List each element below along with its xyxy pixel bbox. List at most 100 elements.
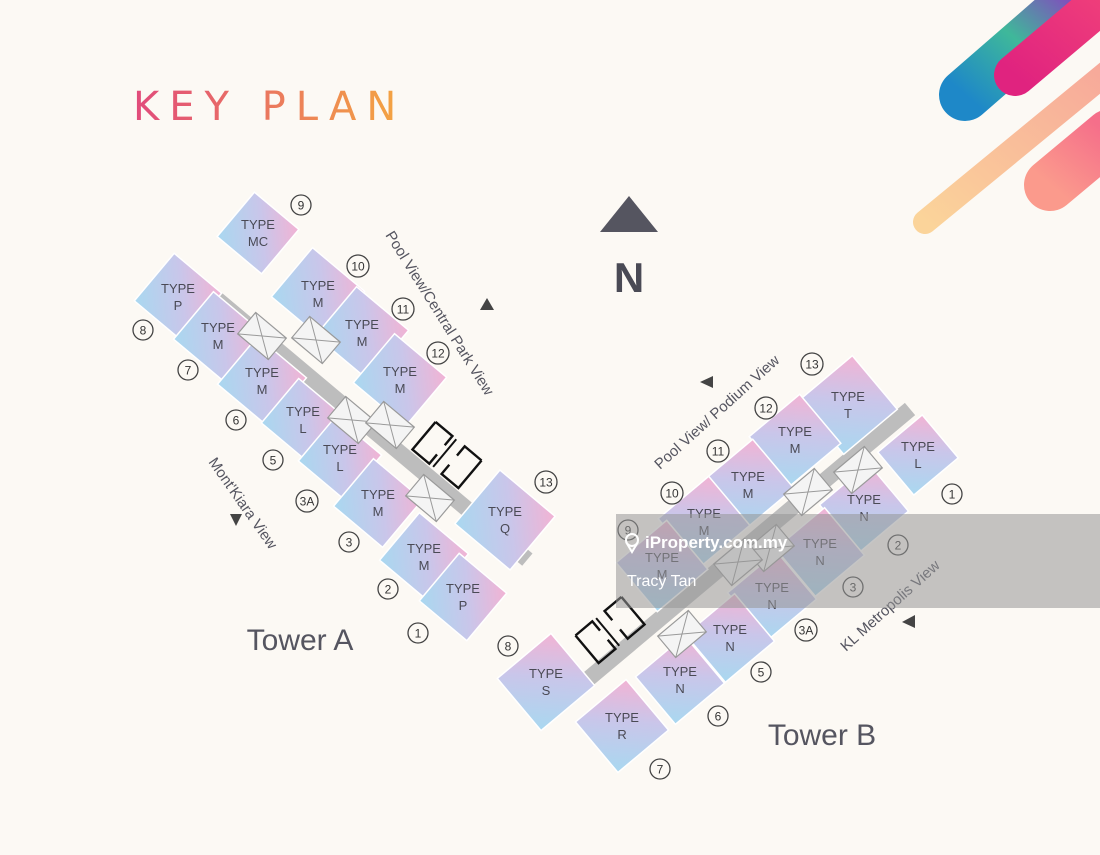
- unit-shape: [332, 457, 424, 549]
- unit-number-badge: 6: [225, 409, 247, 431]
- svg-text:5: 5: [758, 666, 765, 680]
- unit-shape: [418, 552, 508, 642]
- unit-number-badge: 13: [534, 470, 558, 494]
- unit-code-label: L: [299, 421, 306, 436]
- lift-void: [656, 609, 708, 659]
- unit-type-label: TYPE: [901, 439, 935, 454]
- unit-number-badge: 2: [377, 578, 399, 600]
- unit-number-badge: 9: [290, 194, 312, 216]
- svg-text:10: 10: [665, 487, 679, 501]
- svg-text:7: 7: [657, 763, 664, 777]
- north-arrow: N: [600, 196, 658, 301]
- unit-number-badge: 3A: [295, 489, 319, 513]
- unit-code-label: L: [914, 456, 921, 471]
- svg-text:5: 5: [270, 454, 277, 468]
- unit-number-badge: 12: [754, 396, 778, 420]
- lift-void: [782, 467, 834, 517]
- svg-text:11: 11: [712, 445, 725, 459]
- unit-code-label: L: [336, 459, 343, 474]
- view-marker-icon: [230, 514, 242, 526]
- view-marker-icon: [480, 298, 494, 310]
- page-title: KEY PLAN: [133, 84, 406, 130]
- unit-code-label: N: [725, 639, 734, 654]
- decorative-stripes: [913, 0, 1100, 234]
- svg-text:9: 9: [298, 199, 305, 213]
- svg-text:8: 8: [140, 324, 147, 338]
- watermark: iProperty.com.my Tracy Tan: [616, 514, 1100, 608]
- unit-code-label: M: [395, 381, 406, 396]
- unit-number-badge: 1: [941, 483, 963, 505]
- svg-text:13: 13: [539, 476, 553, 490]
- unit-shape: [574, 678, 670, 774]
- unit-shape: [352, 332, 448, 428]
- unit-code-label: T: [844, 406, 852, 421]
- unit-number-badge: 5: [262, 449, 284, 471]
- unit-type-label: TYPE: [383, 364, 417, 379]
- unit-number-badge: 8: [497, 635, 519, 657]
- unit-number-badge: 12: [426, 341, 450, 365]
- svg-text:10: 10: [351, 260, 365, 274]
- unit-type-label: TYPE: [161, 281, 195, 296]
- unit-type-label: TYPE: [731, 469, 765, 484]
- stair-core: [410, 421, 483, 490]
- unit-type-n: TYPE N: [684, 592, 776, 684]
- unit-number-badge: 10: [660, 481, 684, 505]
- svg-text:6: 6: [715, 710, 722, 724]
- unit-number-badge: 6: [707, 705, 729, 727]
- svg-text:12: 12: [431, 347, 445, 361]
- svg-text:13: 13: [805, 358, 819, 372]
- unit-code-label: MC: [248, 234, 268, 249]
- unit-code-label: M: [373, 504, 384, 519]
- unit-number-badge: 7: [177, 359, 199, 381]
- unit-number-badge: 1: [407, 622, 429, 644]
- unit-code-label: M: [257, 382, 268, 397]
- unit-shape: [216, 191, 300, 275]
- svg-text:12: 12: [759, 402, 773, 416]
- lift-void: [290, 315, 342, 365]
- unit-number-badge: 11: [706, 439, 730, 463]
- view-marker-icon: [902, 615, 915, 628]
- unit-type-label: TYPE: [407, 541, 441, 556]
- unit-number-badge: 3A: [794, 618, 818, 642]
- unit-code-label: M: [213, 337, 224, 352]
- unit-shape: [876, 413, 960, 497]
- unit-number-badge: 13: [800, 352, 824, 376]
- lift-void: [236, 311, 288, 361]
- svg-text:7: 7: [185, 364, 192, 378]
- unit-code-label: P: [174, 298, 183, 313]
- unit-number-badge: 11: [391, 297, 415, 321]
- unit-code-label: S: [542, 683, 551, 698]
- watermark-band: [616, 514, 1100, 608]
- svg-text:11: 11: [397, 303, 410, 317]
- svg-text:1: 1: [949, 488, 956, 502]
- svg-text:3: 3: [346, 536, 353, 550]
- unit-type-l: TYPE L: [876, 413, 960, 497]
- unit-type-label: TYPE: [446, 581, 480, 596]
- unit-shape: [496, 632, 596, 732]
- unit-number-badge: 8: [132, 319, 154, 341]
- unit-type-mc: TYPE MC: [216, 191, 300, 275]
- unit-type-label: TYPE: [778, 424, 812, 439]
- unit-type-label: TYPE: [241, 217, 275, 232]
- unit-code-label: Q: [500, 521, 510, 536]
- unit-type-label: TYPE: [847, 492, 881, 507]
- unit-code-label: M: [790, 441, 801, 456]
- lift-void: [404, 473, 456, 523]
- unit-shape: [684, 592, 776, 684]
- unit-type-label: TYPE: [713, 622, 747, 637]
- view-marker-icon: [700, 376, 713, 388]
- watermark-brand: iProperty.com.my: [645, 533, 788, 552]
- unit-type-label: TYPE: [488, 504, 522, 519]
- unit-type-label: TYPE: [286, 404, 320, 419]
- unit-code-label: M: [357, 334, 368, 349]
- lift-void: [364, 400, 416, 450]
- unit-number-badge: 7: [649, 758, 671, 780]
- north-label: N: [614, 254, 644, 301]
- unit-type-label: TYPE: [345, 317, 379, 332]
- unit-code-label: M: [419, 558, 430, 573]
